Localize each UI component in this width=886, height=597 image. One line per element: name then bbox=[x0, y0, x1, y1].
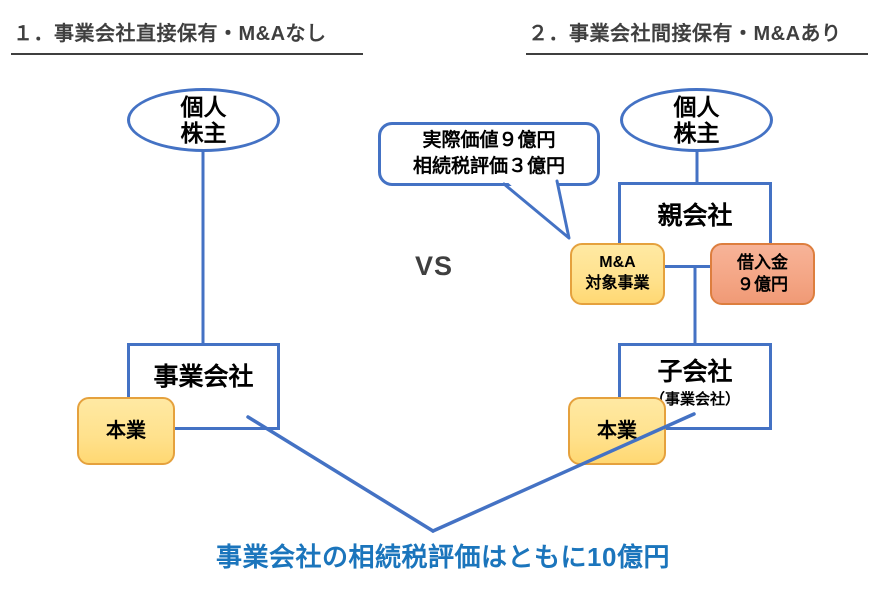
parent-company-label: 親会社 bbox=[657, 202, 733, 230]
shareholder-label-line2: 株主 bbox=[180, 120, 227, 146]
mna-label-line2: 対象事業 bbox=[585, 275, 650, 292]
pointer-line-left-company-to-conclusion bbox=[246, 415, 435, 533]
mna-label-line1: M&A bbox=[599, 254, 636, 272]
shareholder-label-line2: 株主 bbox=[673, 120, 720, 146]
individual-shareholder-ellipse-left: 個人 株主 bbox=[127, 88, 280, 152]
mna-target-business-box: M&A 対象事業 bbox=[570, 243, 665, 305]
core-business-box-left: 本業 bbox=[77, 397, 175, 465]
vs-label: VS bbox=[414, 251, 454, 281]
subsidiary-sublabel: （事業会社） bbox=[649, 391, 740, 408]
core-business-label-left: 本業 bbox=[106, 420, 146, 442]
section-title-indirect-holding: ２．事業会社間接保有・M&Aあり bbox=[526, 15, 868, 55]
bubble-tail-outline bbox=[502, 179, 571, 240]
subsidiary-label: 子会社 bbox=[657, 358, 733, 386]
bubble-tax-value: 相続税評価３億円 bbox=[412, 156, 565, 177]
bubble-actual-value: 実際価値９億円 bbox=[422, 130, 556, 152]
core-business-label-right: 本業 bbox=[597, 420, 637, 442]
loan-box: 借入金 ９億円 bbox=[710, 243, 815, 305]
individual-shareholder-ellipse-right: 個人 株主 bbox=[620, 88, 773, 152]
bubble-tail-fill bbox=[504, 179, 569, 238]
loan-label-line1: 借入金 bbox=[737, 252, 788, 272]
loan-label-line2: ９億円 bbox=[737, 275, 788, 294]
business-company-label: 事業会社 bbox=[153, 363, 254, 391]
valuation-callout-bubble: 実際価値９億円 相続税評価３億円 bbox=[378, 122, 600, 186]
shareholder-label-line1: 個人 bbox=[673, 93, 720, 120]
conclusion-text: 事業会社の相続税評価はともに10億円 bbox=[216, 542, 670, 572]
core-business-box-right: 本業 bbox=[568, 397, 666, 465]
section-title-direct-holding: １．事業会社直接保有・M&Aなし bbox=[11, 15, 363, 55]
shareholder-label-line1: 個人 bbox=[180, 93, 227, 120]
